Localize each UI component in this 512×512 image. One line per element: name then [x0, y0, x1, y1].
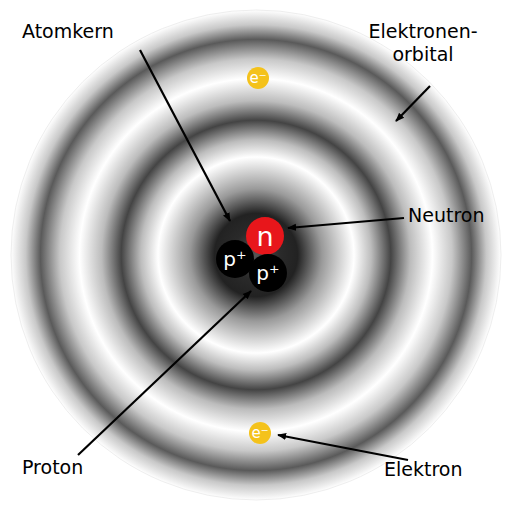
- particle-circle: [216, 240, 254, 278]
- part-label: Elektron: [384, 458, 463, 481]
- particle-symbol: p⁺: [216, 240, 254, 278]
- particle-symbol: e⁻: [249, 422, 271, 444]
- proton-particle: p⁺: [249, 254, 287, 292]
- leader-line: [278, 435, 408, 460]
- part-label: Atomkern: [22, 20, 114, 43]
- proton-particle: p⁺: [216, 240, 254, 278]
- part-label: Proton: [22, 456, 83, 479]
- leader-line: [396, 86, 430, 121]
- particle-circle: [246, 217, 284, 255]
- leader-line: [140, 50, 230, 221]
- particle-circle: [247, 67, 269, 89]
- electron-particle: e⁻: [249, 422, 271, 444]
- particle-symbol: p⁺: [249, 254, 287, 292]
- orbital-cloud: [11, 10, 501, 500]
- part-label: Elektronen- orbital: [348, 20, 498, 66]
- electron-particle: e⁻: [247, 67, 269, 89]
- part-label: Neutron: [408, 204, 484, 227]
- particle-circle: [249, 422, 271, 444]
- particle-symbol: n: [246, 217, 284, 255]
- leader-line: [288, 218, 404, 228]
- neutron-particle: n: [246, 217, 284, 255]
- particle-symbol: e⁻: [247, 67, 269, 89]
- leader-line: [78, 291, 251, 455]
- particle-circle: [249, 254, 287, 292]
